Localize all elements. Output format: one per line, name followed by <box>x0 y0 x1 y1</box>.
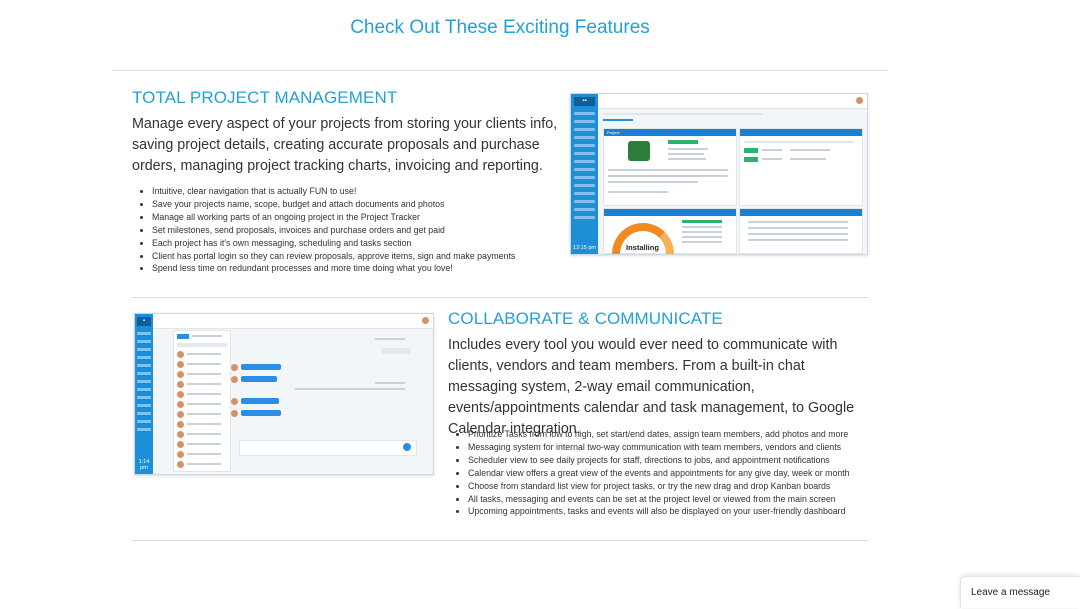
feature-description: Includes every tool you would ever need … <box>448 337 855 437</box>
list-item: Messaging system for internal two-way co… <box>468 441 850 454</box>
list-item: Upcoming appointments, tasks and events … <box>468 505 850 518</box>
list-item: Prioritize Tasks from low to high, set s… <box>468 428 850 441</box>
project-dashboard-screenshot: ▪▪ 12:15 pm Project <box>570 93 868 255</box>
divider-bottom <box>132 540 868 541</box>
feature-title: TOTAL PROJECT MANAGEMENT <box>132 88 398 107</box>
feature-bullet-list: Prioritize Tasks from low to high, set s… <box>451 428 850 518</box>
page-title: Check Out These Exciting Features <box>350 17 650 38</box>
send-icon[interactable] <box>403 443 411 451</box>
avatar <box>422 317 429 324</box>
list-item: Each project has it's own messaging, sch… <box>152 237 515 250</box>
app-topbar <box>598 94 867 109</box>
gauge-label: Installing <box>626 243 659 252</box>
feature-description: Manage every aspect of your projects fro… <box>132 116 558 174</box>
list-item: Client has portal login so they can revi… <box>152 250 515 263</box>
list-item: Manage all working parts of an ongoing p… <box>152 211 515 224</box>
list-item: All tasks, messaging and events can be s… <box>468 493 850 506</box>
leave-message-button[interactable]: Leave a message <box>960 576 1080 608</box>
message-input[interactable] <box>239 440 417 456</box>
messaging-screenshot: ▪ 1:14 pm <box>134 313 434 475</box>
feature-title: COLLABORATE & COMMUNICATE <box>448 309 723 328</box>
list-item: Set milestones, send proposals, invoices… <box>152 224 515 237</box>
progress-gauge <box>612 223 674 254</box>
feature-bullet-list: Intuitive, clear navigation that is actu… <box>135 185 515 275</box>
list-item: Intuitive, clear navigation that is actu… <box>152 185 515 198</box>
clock-readout: 1:14 pm <box>138 459 150 471</box>
app-sidebar: ▪▪ 12:15 pm <box>571 94 598 254</box>
divider-top <box>113 70 888 71</box>
app-logo: ▪▪ <box>574 97 595 106</box>
app-sidebar: ▪ 1:14 pm <box>135 314 153 474</box>
divider-middle <box>132 297 868 298</box>
app-logo: ▪ <box>137 317 151 326</box>
house-image <box>628 141 650 161</box>
clock-readout: 12:15 pm <box>573 245 596 251</box>
list-item: Choose from standard list view for proje… <box>468 480 850 493</box>
list-item: Spend less time on redundant processes a… <box>152 262 515 275</box>
list-item: Scheduler view to see daily projects for… <box>468 454 850 467</box>
list-item: Save your projects name, scope, budget a… <box>152 198 515 211</box>
avatar <box>856 97 863 104</box>
app-topbar <box>153 314 433 329</box>
list-item: Calendar view offers a great view of the… <box>468 467 850 480</box>
